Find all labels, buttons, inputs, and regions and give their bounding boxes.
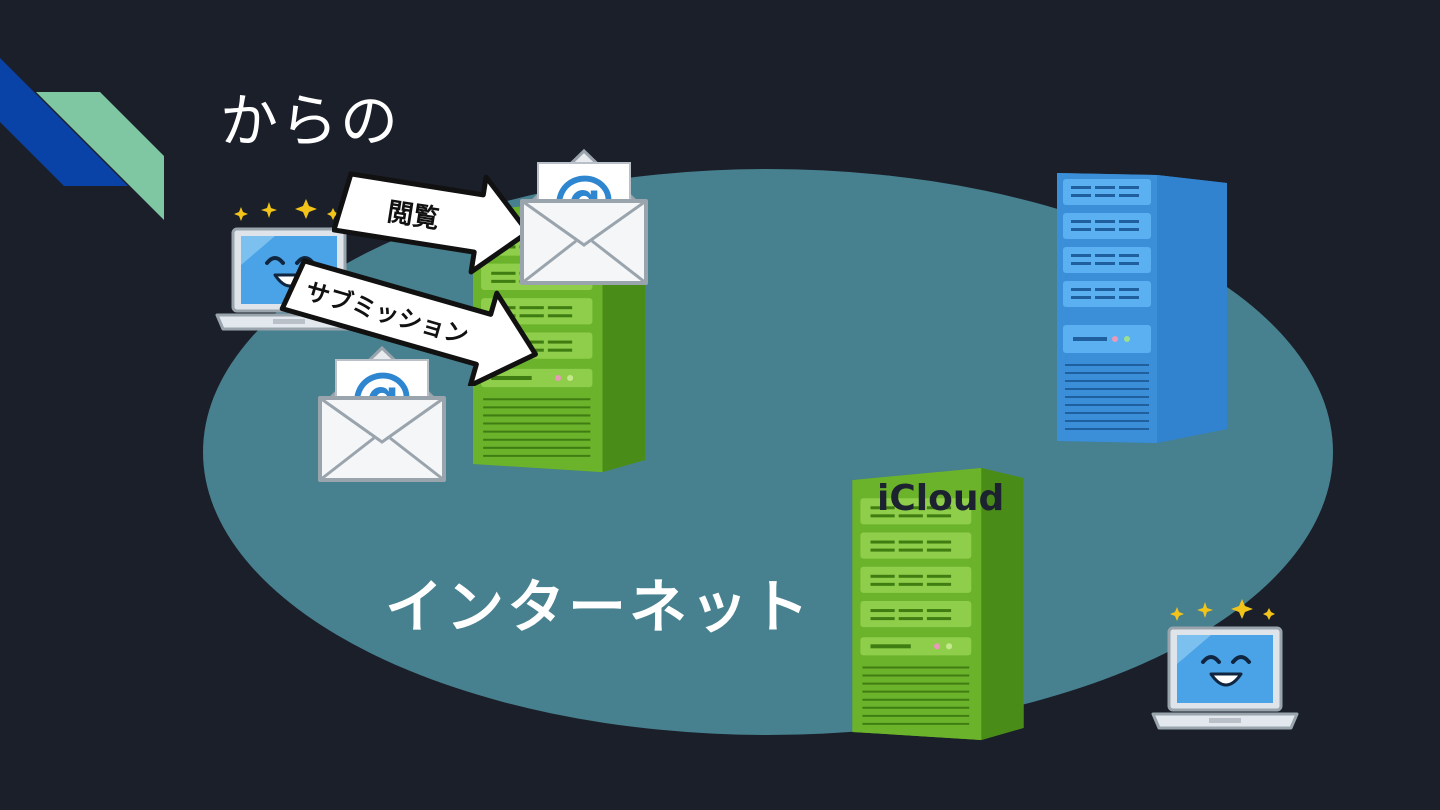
- submission-arrow: サブミッション: [279, 258, 538, 386]
- corner-stripe-blue: [0, 58, 128, 186]
- sparkle-icon: [230, 198, 342, 228]
- browse-arrow: 閲覧: [332, 171, 531, 275]
- internet-label: インターネット: [385, 573, 813, 641]
- server-tower-icon: [1057, 172, 1227, 444]
- icloud-label: iCloud: [877, 478, 1005, 519]
- laptop-smiling-icon: [1151, 624, 1301, 734]
- corner-decoration: [0, 58, 164, 220]
- slide-title: からの: [220, 87, 401, 155]
- corner-stripe-green: [36, 92, 164, 220]
